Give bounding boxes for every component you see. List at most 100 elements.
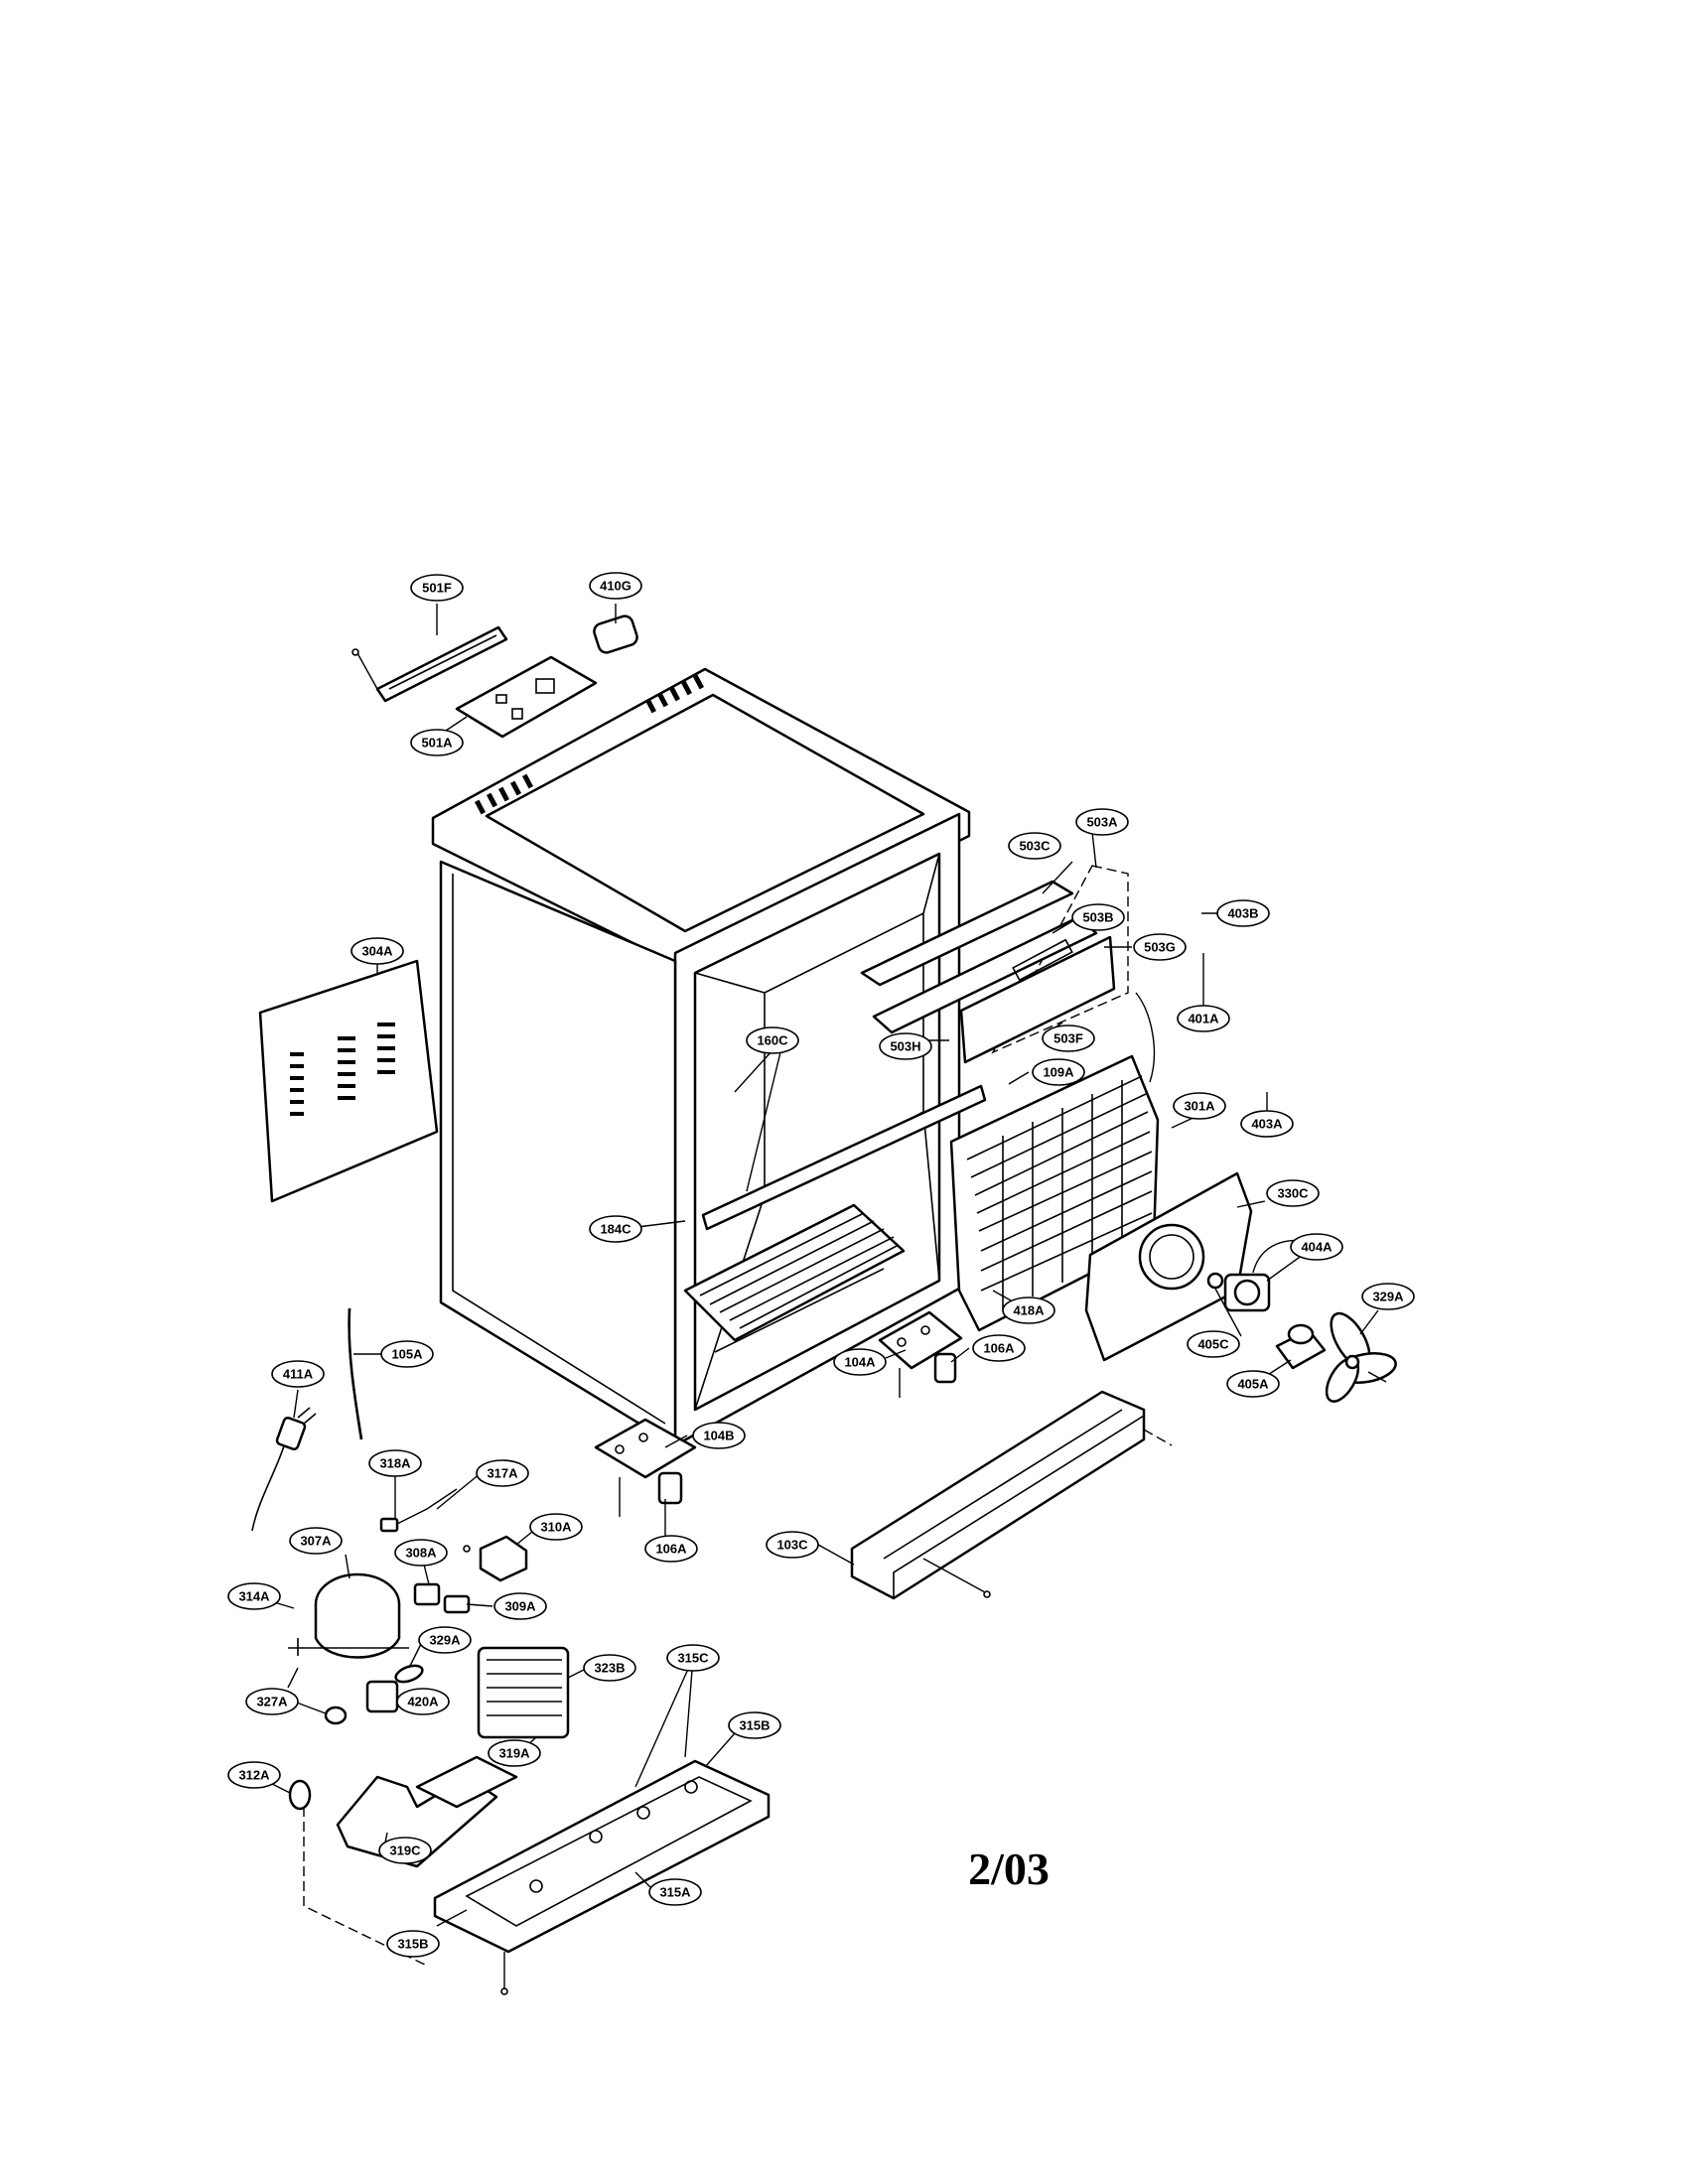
callout-oval <box>1187 1330 1240 1358</box>
callout-315c: 315C <box>666 1644 720 1672</box>
callout-309a: 309A <box>493 1592 547 1620</box>
callout-label: 503C <box>1019 839 1051 854</box>
callout-503b: 503B <box>1071 903 1125 931</box>
callout-label: 315C <box>677 1651 709 1666</box>
callout-503h: 503H <box>879 1032 932 1060</box>
callout-503g: 503G <box>1133 933 1187 961</box>
evaporation-tray <box>336 1755 518 1868</box>
callout-420a: 420A <box>396 1688 450 1715</box>
callout-oval <box>227 1582 281 1610</box>
callout-label: 109A <box>1043 1065 1074 1080</box>
callout-label: 160C <box>757 1033 788 1048</box>
callout-label: 314A <box>238 1589 270 1604</box>
callout-315b-top: 315B <box>728 1711 781 1739</box>
callout-oval <box>644 1535 698 1563</box>
callout-oval <box>1266 1179 1320 1207</box>
callout-label: 420A <box>407 1695 439 1709</box>
callout-501a: 501A <box>410 729 464 756</box>
callout-oval <box>410 574 464 602</box>
hinge-lower <box>594 1418 697 1517</box>
callout-label: 104B <box>703 1429 734 1443</box>
callout-label: 106A <box>655 1542 687 1557</box>
callout-oval <box>1002 1297 1055 1324</box>
callout-106a-top: 106A <box>972 1334 1026 1362</box>
callout-329a-top: 329A <box>1361 1283 1415 1310</box>
callout-oval <box>589 572 642 600</box>
callout-label: 503B <box>1082 910 1113 925</box>
callout-label: 418A <box>1013 1303 1045 1318</box>
callout-oval <box>410 729 464 756</box>
callout-oval <box>1226 1370 1280 1398</box>
callout-label: 103C <box>776 1538 808 1553</box>
callout-label: 184C <box>600 1222 632 1237</box>
callout-oval <box>728 1711 781 1739</box>
callout-501f: 501F <box>410 574 464 602</box>
callout-label: 503F <box>1053 1031 1083 1046</box>
callout-oval <box>493 1592 547 1620</box>
callout-label: 329A <box>1372 1290 1404 1304</box>
callout-label: 104A <box>844 1355 876 1370</box>
callout-315a: 315A <box>648 1878 702 1906</box>
callout-oval <box>1216 899 1270 927</box>
callout-label: 301A <box>1184 1099 1215 1114</box>
callout-oval <box>1290 1233 1343 1261</box>
control-pcb-board <box>455 655 598 739</box>
callout-oval <box>1173 1092 1226 1120</box>
cabinet-body <box>431 667 971 1447</box>
fan-bracket <box>1275 1323 1327 1370</box>
callout-label: 403A <box>1251 1117 1283 1132</box>
callout-319c: 319C <box>378 1837 432 1864</box>
callout-oval <box>418 1626 472 1654</box>
back-cover-panel <box>258 959 439 1203</box>
callout-308a: 308A <box>394 1539 448 1567</box>
callout-oval <box>1177 1005 1230 1032</box>
damper-assembly <box>701 865 1129 1231</box>
callout-oval <box>488 1739 541 1767</box>
callout-label: 319A <box>498 1746 530 1761</box>
callout-label: 327A <box>256 1695 288 1709</box>
drain-hose <box>348 1307 363 1440</box>
callout-104a: 104A <box>833 1348 887 1376</box>
callout-oval <box>476 1459 529 1487</box>
callout-oval <box>1075 808 1129 836</box>
callout-label: 310A <box>540 1520 572 1535</box>
callout-oval <box>879 1032 932 1060</box>
callout-oval <box>833 1348 887 1376</box>
capacitor <box>593 614 638 654</box>
callout-label: 330C <box>1277 1186 1309 1201</box>
callout-410g: 410G <box>589 572 642 600</box>
callout-105a: 105A <box>380 1340 434 1368</box>
callout-411a: 411A <box>271 1360 325 1388</box>
callout-label: 304A <box>361 944 393 959</box>
callout-label: 405C <box>1197 1337 1229 1352</box>
callout-label: 405A <box>1237 1377 1269 1392</box>
callout-317a: 317A <box>476 1459 529 1487</box>
callout-oval <box>368 1449 422 1477</box>
callout-label: 401A <box>1188 1012 1219 1026</box>
callout-314a: 314A <box>227 1582 281 1610</box>
callout-oval <box>583 1654 636 1682</box>
callout-oval <box>1361 1283 1415 1310</box>
fan-blade-condenser <box>1325 1311 1397 1403</box>
callout-oval <box>378 1837 432 1864</box>
callout-label: 501A <box>421 736 453 751</box>
callout-oval <box>1042 1024 1095 1052</box>
callout-405a: 405A <box>1226 1370 1280 1398</box>
rubber-grommet <box>288 1706 348 1811</box>
callout-301a: 301A <box>1173 1092 1226 1120</box>
compressor-fan-motor <box>365 1664 424 1713</box>
callout-label: 307A <box>300 1534 332 1549</box>
callout-label: 404A <box>1301 1240 1333 1255</box>
callout-oval <box>529 1513 583 1541</box>
callout-oval <box>351 937 404 965</box>
callout-418a: 418A <box>1002 1297 1055 1324</box>
callout-oval <box>396 1688 450 1715</box>
callout-label: 410G <box>600 579 632 594</box>
callout-label: 501F <box>422 581 452 596</box>
callout-oval <box>1071 903 1125 931</box>
base-plate <box>303 1759 771 1995</box>
callout-160c: 160C <box>746 1026 799 1054</box>
callout-318a: 318A <box>368 1449 422 1477</box>
callout-label: 319C <box>389 1843 421 1858</box>
